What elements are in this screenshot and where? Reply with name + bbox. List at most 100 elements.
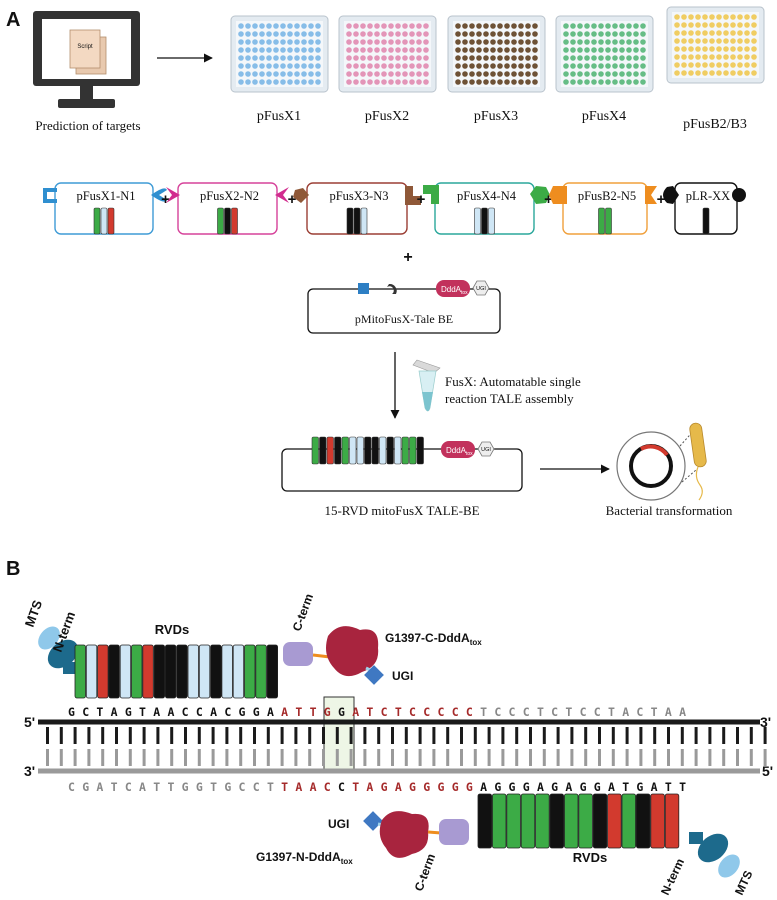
rung-bottom	[101, 749, 105, 766]
rung-bottom	[294, 749, 298, 766]
rung-top	[487, 727, 491, 744]
bacterium-icon	[689, 422, 707, 501]
plus-sign: +	[544, 191, 553, 208]
bottom-ddda-domain	[379, 811, 429, 858]
rung-bottom	[515, 749, 519, 766]
rung-top	[625, 727, 629, 744]
top-rvd-block	[266, 644, 279, 699]
top-rvd-block	[187, 644, 199, 699]
rung-top	[722, 727, 726, 744]
rung-bottom	[446, 749, 450, 766]
dna-duplex	[38, 696, 767, 774]
top-ddda-domain	[326, 626, 379, 677]
base-pair-rungs	[46, 727, 767, 766]
rung-bottom	[184, 749, 187, 766]
bottom-ddda-label: G1397-N-DddAtox	[256, 850, 353, 866]
rvd-block	[107, 207, 115, 235]
rung-top	[280, 727, 284, 744]
rung-bottom	[156, 749, 160, 766]
bottom-c-term-label: C-term	[412, 852, 438, 893]
plasmid-label: pFusX2-N2	[200, 189, 259, 203]
rung-bottom	[46, 749, 49, 766]
rung-bottom	[253, 749, 256, 766]
top-rvd-block	[176, 644, 188, 699]
backbone-ddda-label: DddAtox	[441, 285, 468, 296]
final-rvd-block	[334, 436, 342, 465]
bottom-three-prime-label: 3'	[24, 763, 35, 779]
computer-icon: Script	[33, 11, 140, 108]
backbone-ugi-hexagon	[472, 280, 490, 296]
bottom-ugi-label: UGI	[328, 817, 349, 831]
plasmid-label: pFusB2-N5	[578, 189, 636, 203]
script-document-icon: Script	[69, 29, 107, 75]
plasmid-row: pFusX1-N1+pFusX2-N2+pFusX3-N3+pFusX4-N4+…	[43, 182, 746, 235]
bottom-rvd-block	[650, 793, 665, 849]
computer-caption: Prediction of targets	[35, 118, 140, 133]
final-plasmid-label: 15-RVD mitoFusX TALE-BE	[324, 503, 479, 518]
rvd-block	[360, 207, 368, 235]
bacterial-plasmid-icon	[616, 427, 697, 501]
rvd-block	[481, 207, 488, 235]
rung-top	[377, 727, 381, 744]
rung-bottom	[556, 749, 560, 766]
rung-top	[87, 727, 91, 744]
rung-bottom	[73, 749, 77, 766]
bottom-rvd-block	[664, 793, 680, 849]
rung-top	[128, 727, 132, 744]
top-c-term-domain	[283, 642, 313, 666]
rvd-block	[100, 207, 108, 235]
final-rvd-block	[364, 436, 372, 465]
rung-bottom	[667, 749, 670, 766]
top-rvd-block	[131, 644, 143, 699]
rung-bottom	[335, 749, 339, 766]
rung-top	[170, 727, 174, 744]
bottom-n-term-label: N-term	[658, 856, 687, 897]
backbone-blue-block	[358, 283, 369, 294]
rung-top	[529, 727, 532, 744]
top-rvd-block	[210, 644, 222, 699]
plasmid-left-overhang	[293, 188, 309, 203]
bottom-linker	[427, 830, 442, 835]
rung-bottom	[542, 749, 546, 766]
top-rvd-block	[142, 644, 154, 699]
plasmid-1: pFusX1-N1	[43, 182, 167, 235]
plasmid-5: pFusB2-N5	[549, 182, 657, 235]
rvd-block	[598, 207, 605, 235]
top-rvd-block	[164, 644, 177, 699]
top-mts-domain	[38, 626, 79, 674]
rung-bottom	[308, 749, 312, 766]
plate-1: pFusX1	[230, 15, 329, 124]
plasmid-4: pFusX4-N4	[423, 182, 550, 235]
backbone-ddda-block	[436, 280, 470, 297]
plasmid-left-overhang	[166, 187, 180, 203]
final-rvd-array	[311, 436, 424, 465]
plasmid-right-overhang	[151, 188, 167, 202]
plate-3: pFusX3	[447, 15, 546, 124]
top-ugi-diamond	[364, 665, 384, 685]
rung-bottom	[87, 749, 91, 766]
bottom-ugi-diamond	[363, 811, 383, 831]
rung-top	[611, 727, 615, 744]
rung-top	[59, 727, 63, 744]
rung-bottom	[722, 749, 726, 766]
rung-top	[142, 727, 146, 744]
final-rvd-block	[379, 436, 387, 465]
rung-bottom	[322, 749, 325, 766]
rung-bottom	[377, 749, 381, 766]
rung-top	[598, 727, 601, 744]
rung-bottom	[418, 749, 422, 766]
rung-bottom	[598, 749, 601, 766]
plasmid-6: pLR-XX	[663, 182, 746, 235]
backbone-connector	[387, 283, 397, 294]
top-rvd-block	[97, 644, 109, 699]
rung-top	[335, 727, 339, 744]
rung-top	[73, 727, 77, 744]
final-rvd-block	[349, 436, 357, 465]
top-rvd-block	[232, 644, 245, 699]
final-rvd-block	[401, 436, 409, 465]
panel-b-label: B	[6, 558, 20, 580]
bottom-mts-domain	[689, 832, 740, 878]
rung-top	[680, 727, 684, 744]
